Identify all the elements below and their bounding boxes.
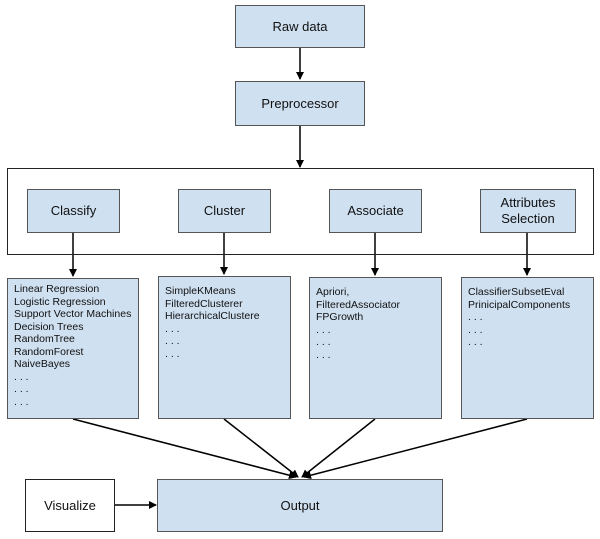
list-cluster-algorithms: SimpleKMeans FilteredClusterer Hierarchi…: [158, 276, 291, 419]
arrow-cluster-list-to-output: [223, 418, 299, 478]
list-item: NaiveBayes: [14, 358, 71, 370]
list-item: . . .: [316, 336, 331, 348]
arrow-attributes-list-to-output: [303, 418, 528, 480]
list-item: PrinicipalComponents: [468, 298, 571, 311]
list-item: SimpleKMeans: [165, 285, 236, 297]
list-item: FilteredAssociator: [316, 298, 401, 311]
list-item: Logistic Regression: [14, 295, 106, 308]
list-item: RandomTree: [14, 333, 75, 345]
list-item: HierarchicalClustere: [165, 310, 260, 322]
list-item: Support Vector Machines: [14, 308, 132, 320]
node-cluster: Cluster: [178, 189, 271, 233]
list-item: . . .: [468, 336, 483, 348]
list-attribute-evaluators: ClassifierSubsetEval PrinicipalComponent…: [461, 277, 594, 419]
list-item: Decision Trees: [14, 320, 84, 333]
list-item: . . .: [165, 322, 180, 335]
node-raw-data: Raw data: [235, 5, 365, 48]
node-classify: Classify: [27, 189, 120, 233]
list-item: Linear Regression: [14, 283, 100, 295]
list-item: . . .: [468, 311, 483, 323]
task-group-frame: [7, 168, 594, 255]
list-item: . . .: [14, 383, 29, 395]
node-output: Output: [157, 479, 443, 532]
list-item: RandomForest: [14, 345, 84, 358]
list-item: FPGrowth: [316, 311, 364, 323]
list-item: Apriori,: [316, 286, 350, 298]
list-associate-algorithms: Apriori, FilteredAssociator FPGrowth . .…: [309, 277, 442, 419]
node-associate: Associate: [329, 189, 422, 233]
list-item: . . .: [316, 323, 331, 336]
list-item: ClassifierSubsetEval: [468, 286, 565, 298]
list-item: . . .: [316, 348, 331, 361]
list-classify-algorithms: Linear Regression Logistic Regression Su…: [7, 278, 139, 419]
arrow-classify-list-to-output: [72, 418, 297, 480]
arrow-associate-list-to-output: [301, 418, 376, 478]
list-item: . . .: [468, 323, 483, 336]
node-visualize: Visualize: [25, 479, 115, 532]
list-item: FilteredClusterer: [165, 297, 243, 310]
list-item: . . .: [165, 335, 180, 347]
list-item: . . .: [14, 395, 29, 408]
node-attributes-selection: Attributes Selection: [480, 189, 576, 233]
list-item: . . .: [165, 347, 180, 360]
node-preprocessor: Preprocessor: [235, 81, 365, 126]
list-item: . . .: [14, 370, 29, 383]
